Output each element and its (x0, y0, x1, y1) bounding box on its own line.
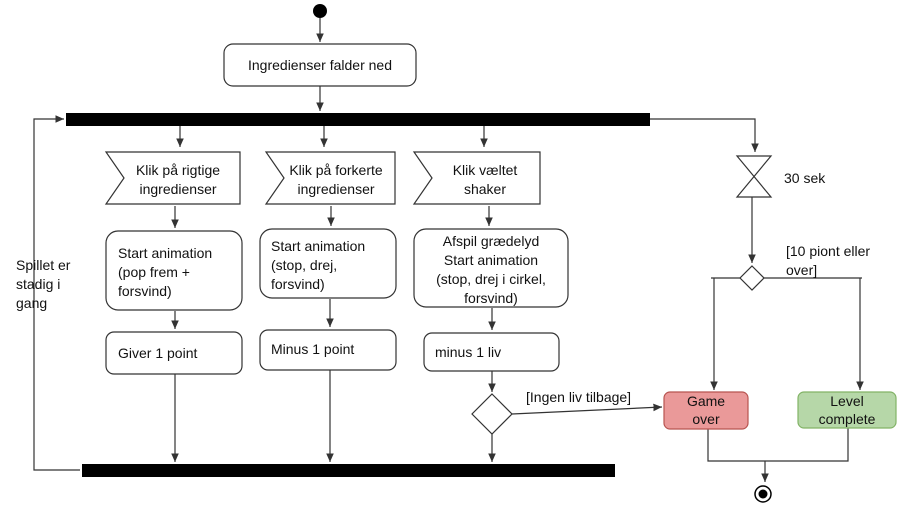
event-correct-line-1: Klik på rigtige (136, 162, 220, 178)
anim-wrong-line-2: (stop, drej, (271, 257, 337, 273)
edge-endstates-merge (707, 428, 849, 462)
action-anim-shaker: Afspil grædelyd Start animation (stop, d… (413, 228, 569, 308)
state-game-over: Game over (663, 391, 749, 430)
loop-label-line-2: stadig i (16, 276, 60, 292)
action-ingredients-falling: Ingredienser falder ned (223, 43, 417, 87)
action-minus-life: minus 1 liv (423, 332, 560, 372)
minus-life-label: minus 1 liv (435, 344, 501, 360)
loop-label-line-1: Spillet er (16, 257, 71, 273)
event-shaker-click: Klik væltet shaker (412, 151, 541, 205)
loop-label-line-3: gang (16, 295, 47, 311)
guard-no-lives: [Ingen liv tilbage] (526, 389, 631, 405)
fork-bar (66, 113, 650, 126)
anim-correct-line-2: (pop frem + (118, 264, 190, 280)
anim-correct-line-1: Start animation (118, 245, 212, 261)
event-correct-line-2: ingredienser (139, 181, 216, 197)
anim-correct-line-3: forsvind) (118, 283, 172, 299)
edge-decision-to-gameover (511, 403, 663, 415)
give-point-label: Giver 1 point (118, 345, 197, 361)
anim-shaker-line-1: Afspil grædelyd (443, 233, 540, 249)
final-node (754, 485, 772, 503)
anim-shaker-line-2: Start animation (444, 252, 538, 268)
state-level-complete: Level complete (797, 391, 897, 429)
anim-shaker-line-3: (stop, drej i cirkel, (436, 271, 546, 287)
anim-wrong-line-1: Start animation (271, 238, 365, 254)
action-anim-wrong: Start animation (stop, drej, forsvind) (259, 228, 397, 299)
level-complete-line-1: Level (830, 393, 863, 409)
edge-loop-back (33, 115, 80, 471)
decision-points (739, 265, 765, 291)
event-shaker-line-1: Klik væltet (453, 162, 518, 178)
event-wrong-click: Klik på forkerte ingredienser (264, 151, 396, 205)
event-wrong-line-1: Klik på forkerte (289, 162, 383, 178)
edge-fork-to-timer (650, 118, 759, 152)
connectors (33, 18, 864, 482)
action-minus-point: Minus 1 point (259, 329, 397, 371)
game-over-line-1: Game (687, 393, 725, 409)
action-anim-correct: Start animation (pop frem + forsvind) (105, 230, 243, 311)
anim-wrong-line-3: forsvind) (271, 276, 325, 292)
minus-point-label: Minus 1 point (271, 341, 354, 357)
timer-hourglass-icon (735, 155, 773, 198)
timer-label: 30 sek (784, 170, 826, 186)
decision-lives (471, 393, 513, 435)
event-shaker-line-2: shaker (464, 181, 506, 197)
join-bar (82, 464, 615, 477)
action-ingredients-falling-label: Ingredienser falder ned (248, 57, 392, 73)
event-correct-click: Klik på rigtige ingredienser (104, 151, 241, 205)
event-wrong-line-2: ingredienser (297, 181, 374, 197)
game-over-line-2: over (692, 411, 720, 427)
level-complete-line-2: complete (819, 411, 876, 427)
guard-ten-points-line-1: [10 piont eller (786, 243, 870, 259)
action-give-point: Giver 1 point (105, 331, 243, 375)
initial-node (313, 4, 327, 18)
guard-ten-points-line-2: over] (786, 262, 817, 278)
anim-shaker-line-4: forsvind) (464, 290, 518, 306)
